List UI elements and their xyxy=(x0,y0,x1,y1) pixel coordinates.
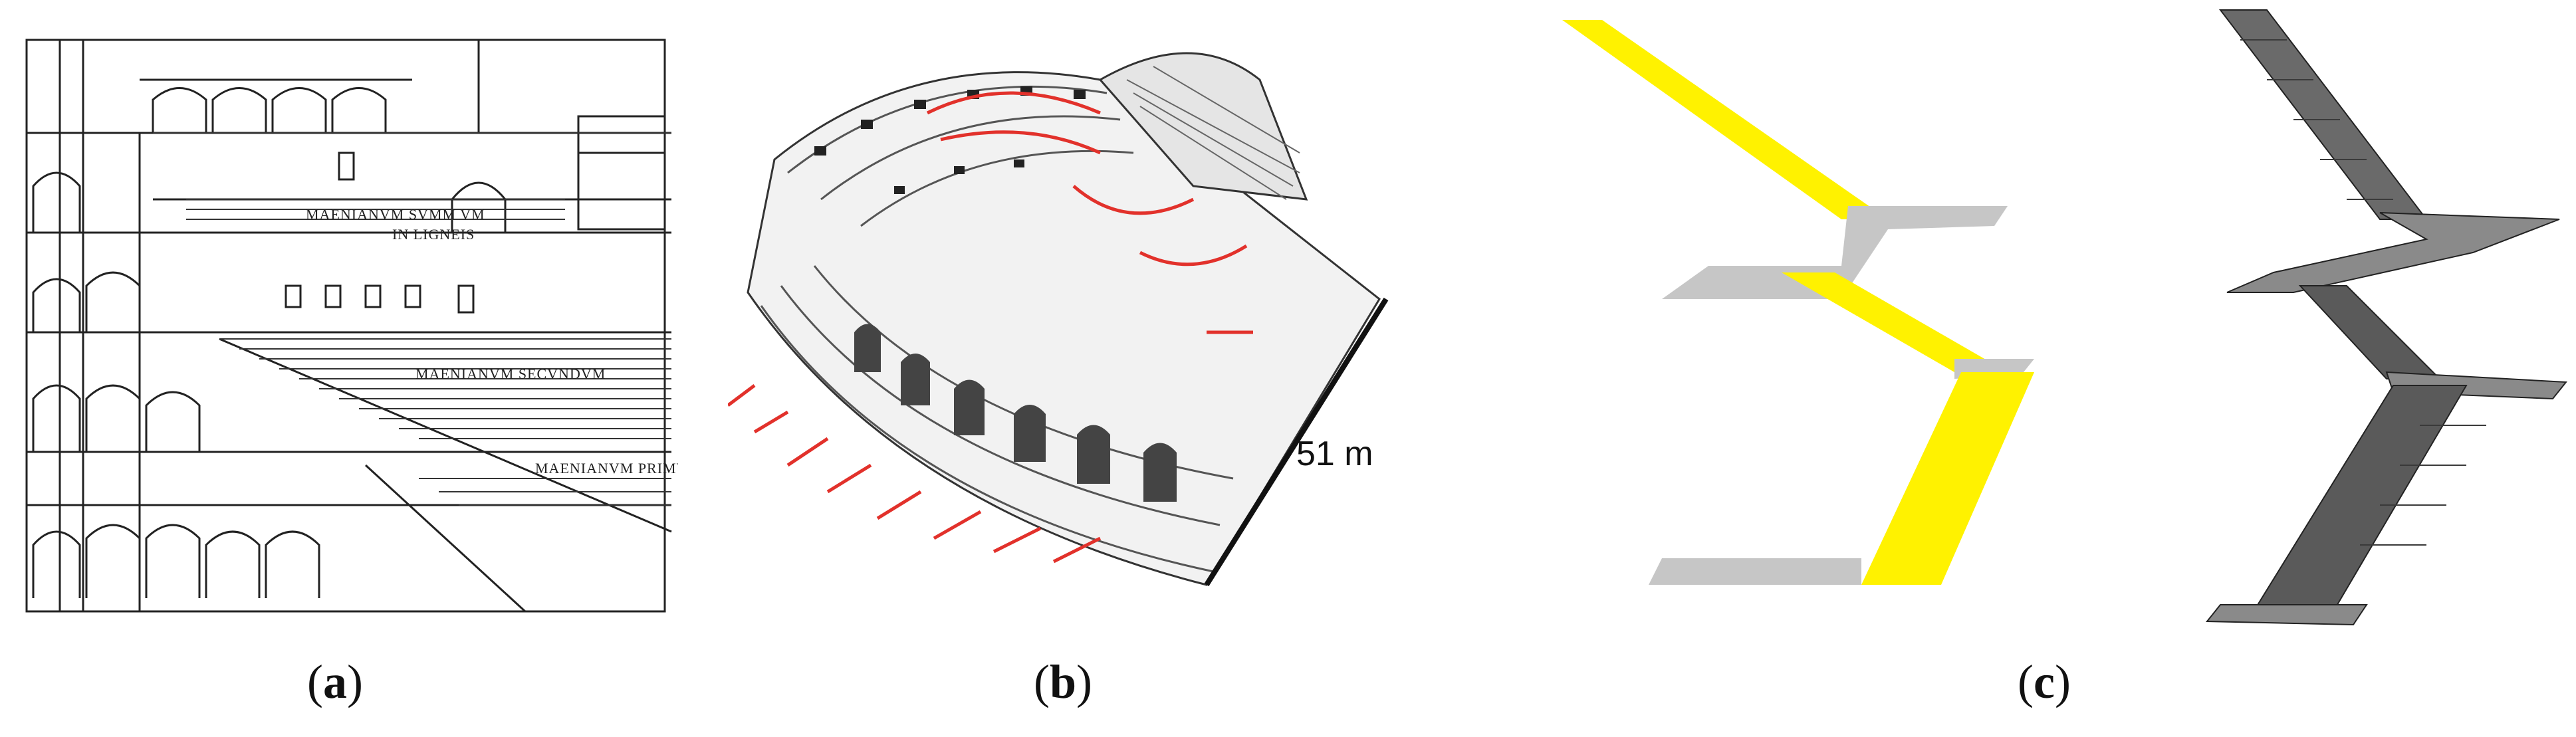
caption-c-letter: c xyxy=(2033,655,2055,708)
amphitheatre-drawing: 51 m xyxy=(727,52,1389,587)
panel-c xyxy=(1529,0,2576,638)
stair-models xyxy=(1562,9,2567,626)
panel-b: 51 m xyxy=(727,0,1419,618)
section-drawing: MAENIANVM SVMM VM IN LIGNEIS MAENIANVM S… xyxy=(25,39,701,613)
caption-c: (c) xyxy=(2018,655,2071,708)
caption-b: (b) xyxy=(1034,655,1093,708)
panel-a: MAENIANVM SVMM VM IN LIGNEIS MAENIANVM S… xyxy=(20,0,701,618)
stair-model-colored xyxy=(1562,20,2034,585)
caption-a-letter: a xyxy=(322,655,347,708)
caption-b-letter: b xyxy=(1049,655,1077,708)
inscription-secundum: MAENIANVM SECVNDVM xyxy=(415,366,606,382)
inscription-summum: MAENIANVM SVMM VM xyxy=(306,206,485,223)
inscription-primum: MAENIANVM PRIMVM xyxy=(535,460,678,476)
dimension-label: 51 m xyxy=(1296,435,1373,473)
inscription-in-ligneis: IN LIGNEIS xyxy=(392,226,475,243)
stair-model-solid xyxy=(2205,9,2567,626)
caption-a: (a) xyxy=(307,655,363,708)
